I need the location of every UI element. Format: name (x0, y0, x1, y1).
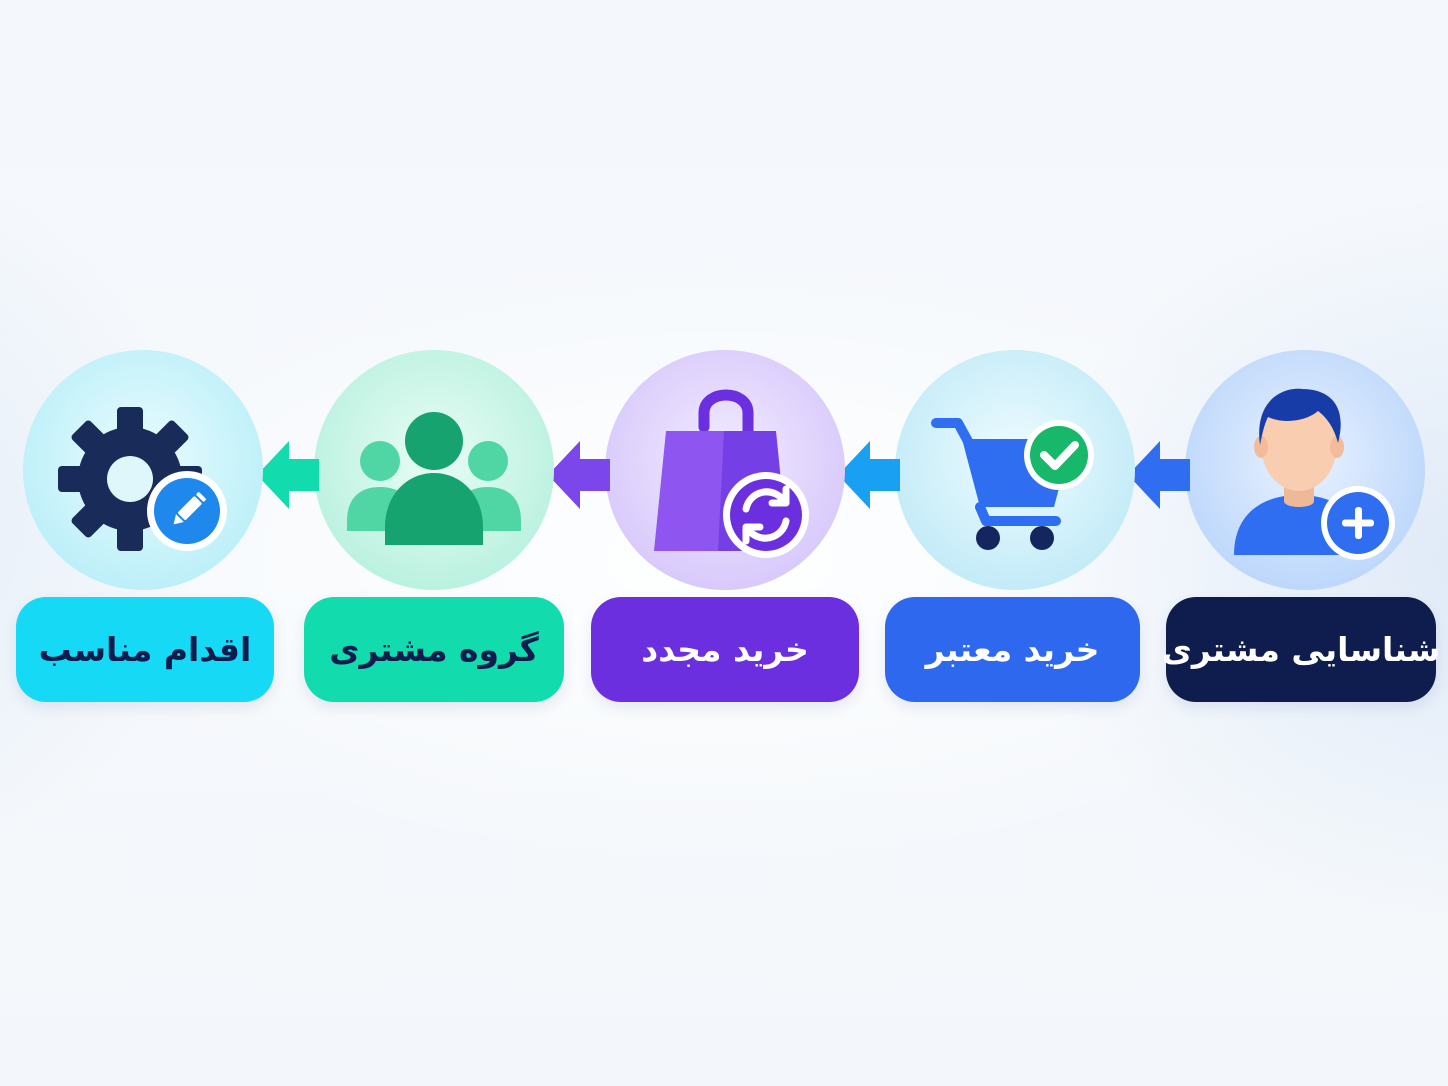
step-3-label-text: خرید مجدد (641, 630, 809, 669)
flow-arrow-2 (836, 437, 900, 513)
step-2-label: خرید معتبر (885, 597, 1140, 702)
step-5-circle (22, 349, 264, 591)
step-4-circle (313, 349, 555, 591)
user-add-icon (1185, 350, 1425, 590)
step-4-label: گروه مشتری (304, 597, 564, 702)
step-5-label-text: اقدام مناسب (38, 630, 252, 669)
step-5-label: اقدام مناسب (16, 597, 274, 702)
step-3-label: خرید مجدد (591, 597, 859, 702)
step-1-label: شناسایی مشتری (1162, 597, 1440, 702)
step-1-circle (1184, 349, 1426, 591)
step-1-label-text: شناسایی مشتری (1161, 630, 1441, 669)
step-3-circle (604, 349, 846, 591)
step-2-label-text: خرید معتبر (925, 630, 1100, 669)
flow-arrow-1 (1126, 437, 1190, 513)
shopping-bag-repeat-icon (605, 350, 845, 590)
gear-edit-icon (23, 350, 263, 590)
cart-check-icon (895, 350, 1135, 590)
flow-arrow-3 (546, 437, 610, 513)
flow-arrow-4 (255, 437, 319, 513)
step-4-label-text: گروه مشتری (329, 630, 539, 669)
user-group-icon (314, 350, 554, 590)
step-2-circle (894, 349, 1136, 591)
